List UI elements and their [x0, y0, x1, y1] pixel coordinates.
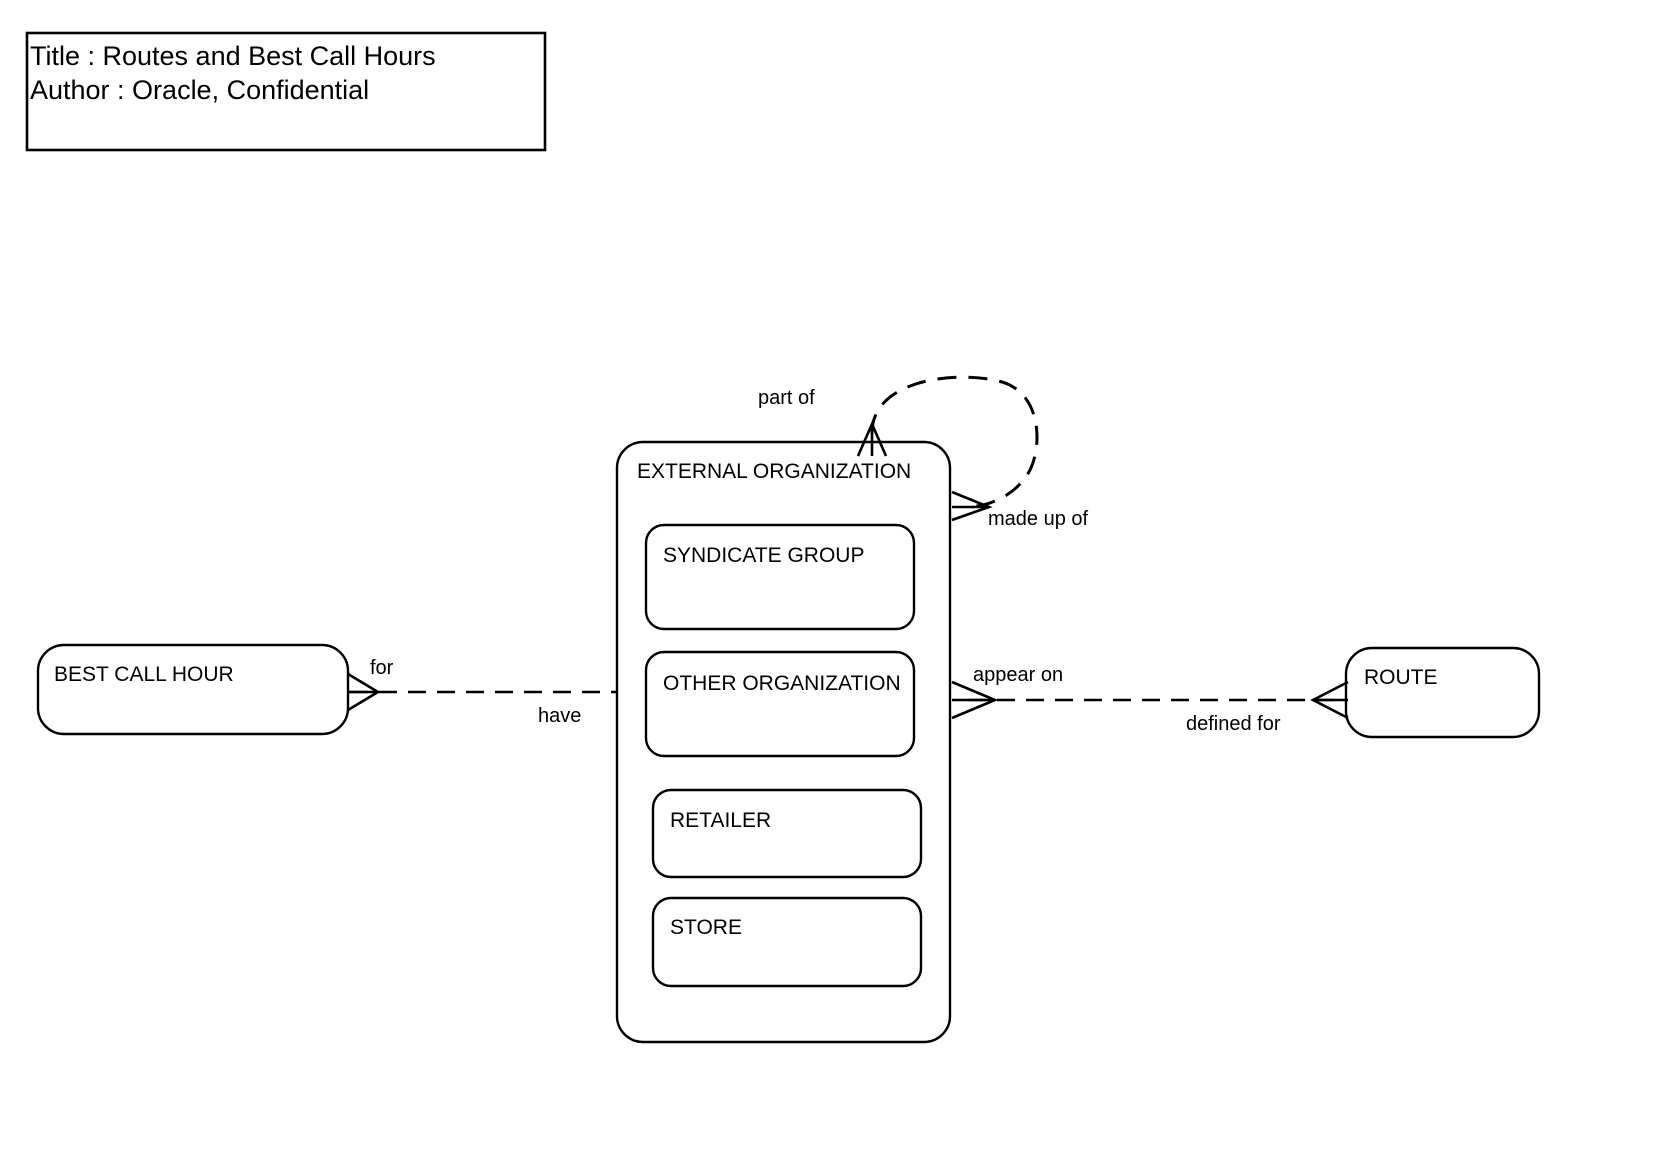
sub-entity-other-organization-label: OTHER ORGANIZATION [663, 672, 901, 695]
entity-route-label: ROUTE [1364, 666, 1438, 689]
sub-entity-other-organization[interactable]: OTHER ORGANIZATION [644, 650, 916, 758]
relationship-line-extorg-self[interactable] [870, 375, 1039, 508]
title-block-border [25, 31, 547, 152]
entity-route[interactable]: ROUTE [1344, 646, 1541, 739]
title-block: Title : Routes and Best Call Hours Autho… [25, 31, 547, 152]
crowsfoot-route [1310, 680, 1349, 720]
sub-entity-store-box[interactable] [651, 896, 923, 988]
relationship-label-defined-for: defined for [1186, 713, 1281, 735]
crowsfoot-extorg-partof [856, 420, 888, 457]
crowsfoot-bch [347, 672, 381, 712]
entity-external-organization[interactable]: EXTERNAL ORGANIZATION SYNDICATE GROUP OT… [615, 440, 952, 1044]
title-line: Title : Routes and Best Call Hours [30, 41, 436, 71]
sub-entity-syndicate-group-label: SYNDICATE GROUP [663, 544, 864, 567]
entity-best-call-hour-label: BEST CALL HOUR [54, 663, 234, 686]
relationship-label-part-of: part of [758, 387, 815, 409]
relationship-label-have: have [538, 705, 581, 727]
crowsfoot-extorg-route [951, 680, 999, 720]
relationship-externalorganization-route[interactable]: appear on defined for [951, 664, 1349, 735]
sub-entity-retailer-label: RETAILER [670, 809, 771, 832]
relationship-label-made-up-of: made up of [988, 508, 1089, 530]
sub-entity-syndicate-group[interactable]: SYNDICATE GROUP [644, 523, 916, 631]
relationship-bestcallhour-externalorganization[interactable]: for have [347, 657, 617, 727]
relationship-label-for: for [370, 657, 394, 679]
crowsfoot-extorg-madeupof [951, 490, 993, 522]
entity-route-box[interactable] [1344, 646, 1541, 739]
relationship-externalorganization-self[interactable]: part of made up of [758, 375, 1089, 530]
entity-best-call-hour[interactable]: BEST CALL HOUR [36, 643, 350, 736]
sub-entity-store[interactable]: STORE [651, 896, 923, 988]
author-line: Author : Oracle, Confidential [30, 75, 369, 105]
relationship-label-appear-on: appear on [973, 664, 1063, 686]
entity-external-organization-label: EXTERNAL ORGANIZATION [637, 460, 911, 483]
entity-best-call-hour-box[interactable] [36, 643, 350, 736]
sub-entity-retailer[interactable]: RETAILER [651, 788, 923, 879]
sub-entity-retailer-box[interactable] [651, 788, 923, 879]
sub-entity-syndicate-group-box[interactable] [644, 523, 916, 631]
sub-entity-other-organization-box[interactable] [644, 650, 916, 758]
sub-entity-store-label: STORE [670, 916, 742, 939]
